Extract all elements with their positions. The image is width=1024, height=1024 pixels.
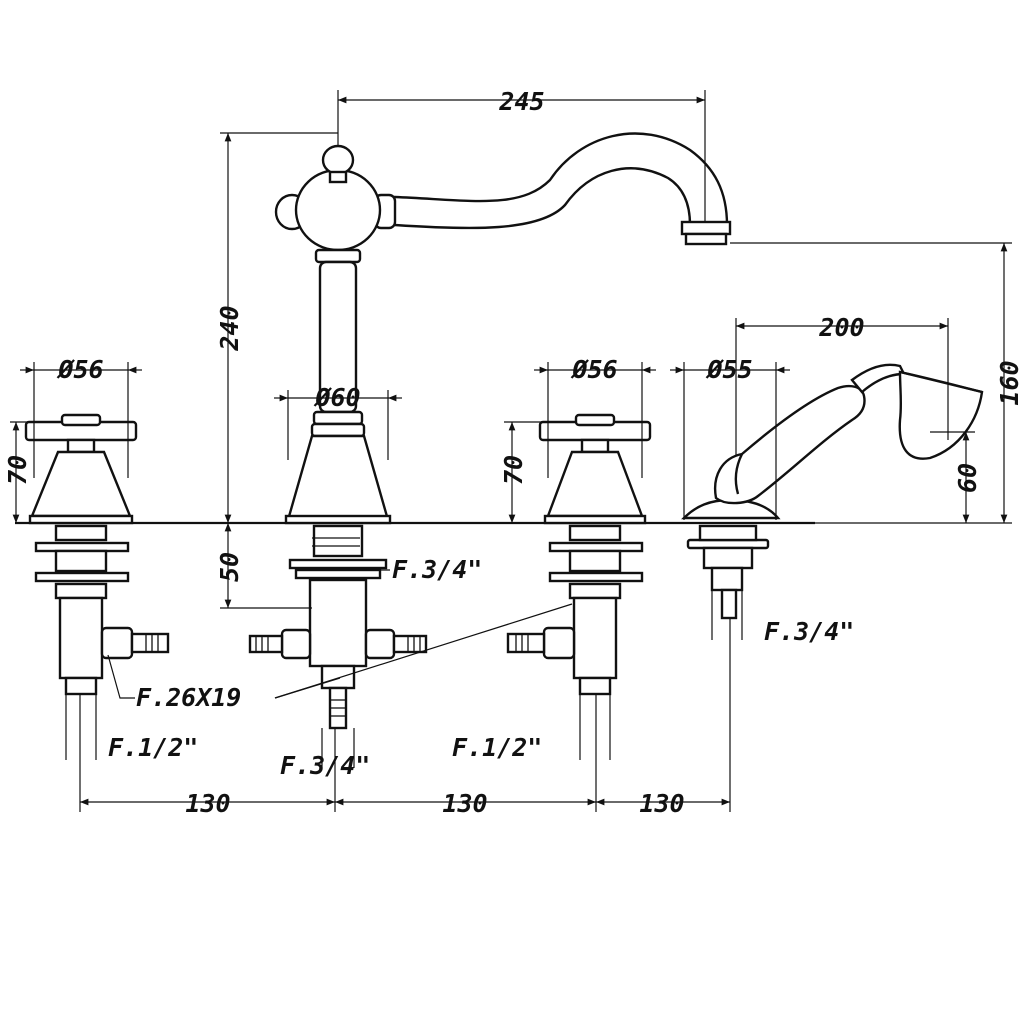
spout-base bbox=[286, 434, 390, 522]
dim-shower-base-diameter: Ø55 bbox=[705, 355, 752, 384]
dim-shower-height-low: 60 bbox=[953, 463, 982, 493]
thread-right-inlet: F.1/2" bbox=[452, 733, 542, 762]
dim-handle-right-diameter: Ø56 bbox=[570, 355, 617, 384]
dim-handle-left-height: 70 bbox=[3, 455, 32, 485]
spout-neck bbox=[383, 132, 729, 230]
dim-shower-height-total: 160 bbox=[995, 360, 1024, 405]
thread-shower-outlet: F.3/4" bbox=[764, 617, 854, 646]
shower-head bbox=[898, 370, 984, 460]
valve-body-left bbox=[58, 596, 104, 680]
thread-connector: F.26X19 bbox=[136, 683, 241, 712]
top-finial bbox=[321, 144, 355, 176]
dim-spout-height: 240 bbox=[215, 305, 244, 351]
dim-handle-right-height: 70 bbox=[499, 455, 528, 485]
dim-spacing-3: 130 bbox=[639, 789, 684, 818]
dim-handle-left-diameter: Ø56 bbox=[56, 355, 103, 384]
dim-spacing-2: 130 bbox=[442, 789, 487, 818]
handle-base-left bbox=[30, 450, 132, 518]
aerator bbox=[680, 220, 732, 236]
spout-assembly bbox=[248, 132, 732, 730]
dim-spacing-1: 130 bbox=[185, 789, 230, 818]
dimension-labels: 245 240 50 Ø56 70 Ø60 Ø56 70 Ø55 200 160… bbox=[3, 87, 1024, 818]
spout-valve-body bbox=[308, 578, 368, 668]
thread-center-outlet: F.3/4" bbox=[280, 751, 370, 780]
valve-body-right bbox=[572, 596, 618, 680]
dimension-lines bbox=[10, 90, 1012, 812]
dim-spout-below-deck: 50 bbox=[215, 552, 244, 582]
shower-handle bbox=[713, 384, 866, 505]
shower-outlet bbox=[720, 588, 738, 620]
hand-shower-assembly bbox=[681, 363, 984, 620]
handle-base-right bbox=[546, 450, 644, 518]
right-handle-assembly bbox=[506, 413, 652, 696]
dim-shower-length: 200 bbox=[818, 313, 864, 342]
thread-left-inlet: F.1/2" bbox=[108, 733, 198, 762]
thread-spout-inlet: F.3/4" bbox=[392, 555, 482, 584]
spout-shank bbox=[312, 524, 364, 558]
dim-spout-base-diameter: Ø60 bbox=[313, 383, 360, 412]
left-handle-assembly bbox=[24, 413, 170, 696]
dim-spout-reach: 245 bbox=[498, 87, 544, 116]
